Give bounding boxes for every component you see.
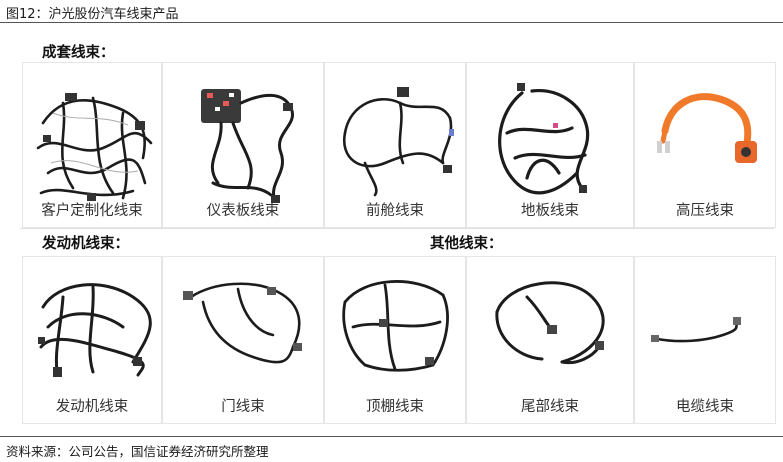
caption-door-harness: 门线束 [221, 399, 265, 415]
caption-high-voltage-harness: 高压线束 [676, 203, 734, 219]
section-label-engine: 发动机线束： [42, 235, 129, 252]
floor-harness-icon [498, 83, 590, 195]
rear-harness-icon [495, 281, 605, 365]
product-card-dashboard: 仪表板线束 [162, 62, 324, 228]
caption-roof-harness: 顶棚线束 [366, 399, 424, 415]
product-card-engine: 发动机线束 [22, 256, 162, 424]
bottom-rule [0, 436, 783, 437]
high-voltage-harness-icon [657, 93, 757, 163]
source-note: 资料来源：公司公告，国信证券经济研究所整理 [6, 444, 269, 459]
product-card-rear: 尾部线束 [466, 256, 634, 424]
product-card-cable: 电缆线束 [634, 256, 776, 424]
caption-rear-harness: 尾部线束 [521, 399, 579, 415]
caption-engine-harness: 发动机线束 [55, 399, 129, 415]
product-card-door: 门线束 [162, 256, 324, 424]
product-card-custom: 客户定制化线束 [22, 62, 162, 228]
caption-floor-harness: 地板线束 [521, 203, 579, 219]
front-compartment-harness-icon [342, 87, 454, 197]
cable-harness-icon [651, 317, 741, 343]
figure-title: 图12：沪光股份汽车线束产品 [6, 7, 179, 22]
product-card-floor: 地板线束 [466, 62, 634, 228]
dashboard-harness-icon [201, 89, 294, 203]
caption-dashboard-harness: 仪表板线束 [206, 203, 280, 219]
product-card-high-voltage: 高压线束 [634, 62, 776, 228]
section-label-main: 成套线束： [42, 44, 115, 61]
caption-cable-harness: 电缆线束 [676, 399, 734, 415]
caption-front-harness: 前舱线束 [366, 203, 424, 219]
caption-custom-harness: 客户定制化线束 [41, 203, 143, 219]
engine-harness-icon [38, 283, 152, 377]
product-card-roof: 顶棚线束 [324, 256, 466, 424]
custom-harness-icon [36, 93, 153, 201]
product-card-front: 前舱线束 [324, 62, 466, 228]
top-rule [0, 22, 783, 23]
roof-harness-icon [342, 280, 449, 372]
door-harness-icon [183, 282, 302, 364]
row-divider [20, 228, 774, 229]
section-label-others: 其他线束： [430, 235, 503, 252]
